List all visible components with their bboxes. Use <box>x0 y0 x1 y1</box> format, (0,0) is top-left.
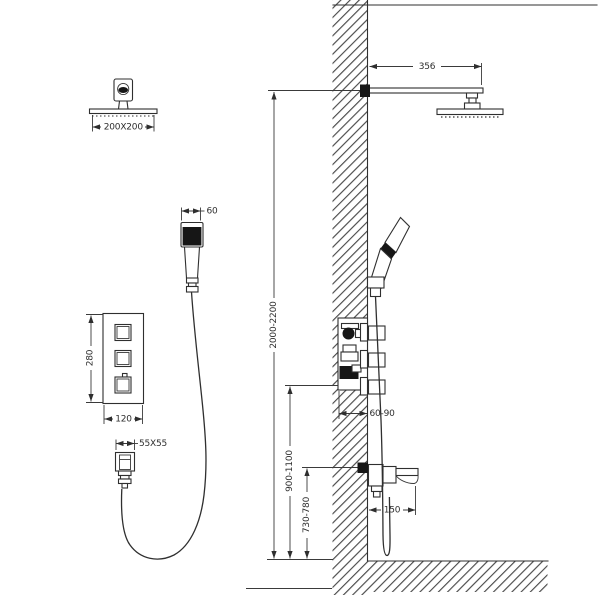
shower-holder-bracket <box>366 276 385 289</box>
dim-label-valve-height: 900-1100 <box>285 450 295 492</box>
bracket-inner <box>119 454 131 470</box>
spout-outlet-upper <box>370 485 383 493</box>
supply-elbow <box>357 462 368 473</box>
head-plate-edge <box>88 108 158 115</box>
spout-side-view <box>357 462 419 498</box>
wall-hatching <box>332 0 368 595</box>
ball-joint-outline <box>117 82 130 96</box>
control-panel-front-view <box>86 312 145 424</box>
hand-shower-head-face <box>182 227 202 246</box>
dim-label-embed-depth: 60-90 <box>370 409 396 419</box>
bracket-nut-1 <box>117 470 132 477</box>
valve-handle-2 <box>367 352 386 368</box>
head-connector-mid <box>468 97 477 104</box>
valve-cartridge-top <box>342 327 355 340</box>
spout-arm <box>395 467 419 477</box>
valve-escutcheon-3 <box>359 376 369 396</box>
dim-label-overall-height: 2000-2200 <box>269 301 279 349</box>
dim-label-handshower-width: 60 <box>207 207 219 217</box>
arm-wall-flange <box>360 84 370 97</box>
floor-hatching <box>367 561 548 592</box>
valve-escutcheon-1 <box>359 322 369 342</box>
head-connector-base <box>463 102 481 110</box>
handle-connector-3 <box>185 285 199 293</box>
wall-bracket-front-view <box>114 439 138 489</box>
shower-holder-lower <box>369 287 382 298</box>
dim-label-spout-height: 730-780 <box>302 496 312 533</box>
overhead-shower-top-view <box>88 78 158 132</box>
rain-shower-arm-side-view <box>360 84 504 118</box>
handle-connector-1 <box>185 277 199 284</box>
bracket-hose-stub <box>121 482 129 489</box>
hand-shower-front-view <box>180 207 205 293</box>
panel-button-2 <box>114 349 132 368</box>
head-neck <box>117 100 129 110</box>
valve-escutcheon-2 <box>359 349 369 369</box>
valve-handle-3 <box>367 379 386 395</box>
label-backgrounds <box>85 61 441 538</box>
rain-shower-head-plate <box>436 108 504 116</box>
spout-wall-mount <box>367 463 384 487</box>
panel-button-3-inner <box>116 378 130 392</box>
spout-tip-curve <box>395 475 419 484</box>
panel-button-2-inner <box>116 352 130 365</box>
valve-detail-3 <box>342 344 357 353</box>
dim-label-arm-length: 356 <box>419 62 436 72</box>
valve-detail-4 <box>340 351 359 362</box>
hand-shower-band <box>380 242 396 259</box>
panel-button-1 <box>114 323 132 342</box>
wall-section <box>246 0 598 595</box>
dim-label-head-size: 200X200 <box>104 123 144 133</box>
hand-shower-handle <box>183 246 201 279</box>
panel-button-1-inner <box>116 326 130 339</box>
dim-label-panel-height: 280 <box>86 349 96 366</box>
spout-outlet-lower <box>372 490 381 498</box>
valve-detail-5 <box>351 364 362 373</box>
hand-shower-hose-side-view <box>374 296 391 557</box>
hand-shower-hose-front-view <box>120 291 207 560</box>
dimension-labels: 200X200 60 55X55 120 356 60-90 150 280 2… <box>86 62 436 533</box>
bracket-nut-3 <box>117 478 132 485</box>
concealed-valve-side-view <box>337 317 386 396</box>
dim-label-panel-width: 120 <box>115 415 132 425</box>
hand-shower-tip-line <box>402 219 409 226</box>
dim-label-bracket-size: 55X55 <box>139 439 167 449</box>
dim-label-spout-reach: 150 <box>384 506 401 516</box>
spout-body <box>382 465 397 484</box>
head-connector-top <box>465 92 479 99</box>
ball-joint-band <box>118 87 128 93</box>
hand-shower-side-view <box>366 216 411 298</box>
shower-arm <box>367 87 484 94</box>
panel-button-3 <box>114 376 132 394</box>
